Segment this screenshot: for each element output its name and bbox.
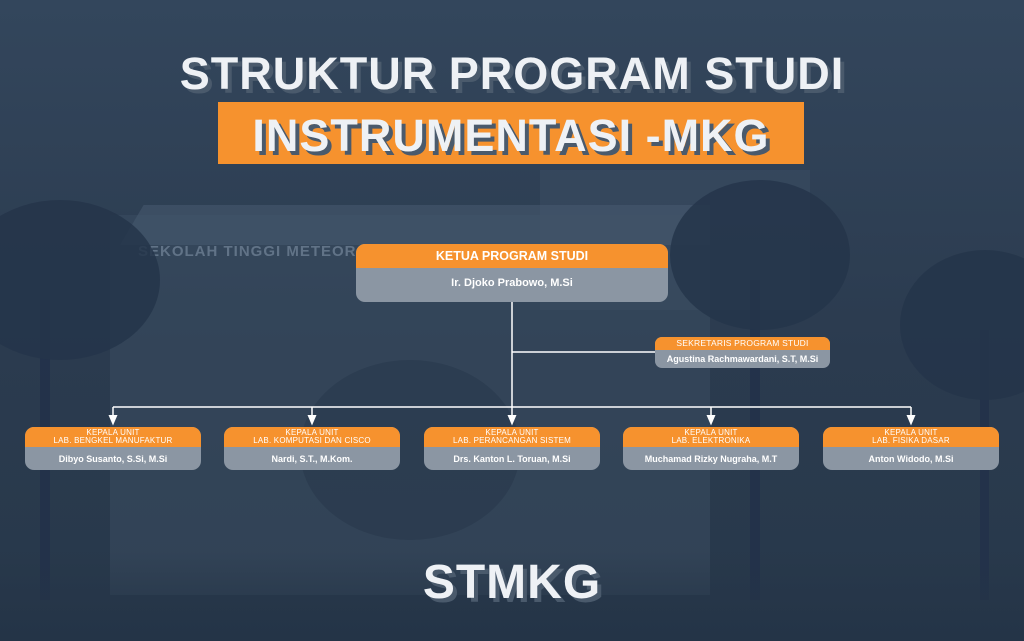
unit-name: Muchamad Rizky Nugraha, M.T: [644, 454, 778, 464]
background-tree: [670, 180, 850, 330]
unit-name: Dibyo Susanto, S.Si, M.Si: [58, 454, 168, 464]
secretary-role: SEKRETARIS PROGRAM STUDI: [655, 337, 830, 350]
secretary-name: Agustina Rachmawardani, S.T, M.Si: [666, 354, 819, 364]
unit-role-title: KEPALA UNIT: [86, 428, 140, 437]
unit-role: KEPALA UNIT LAB. KOMPUTASI DAN CISCO: [224, 427, 400, 447]
footer-logo-text: STMKG: [422, 556, 602, 609]
unit-role-lab: LAB. FISIKA DASAR: [872, 436, 950, 446]
unit-role-lab: LAB. ELEKTRONIKA: [671, 436, 751, 446]
unit-role-lab: LAB. PERANCANGAN SISTEM: [453, 436, 571, 446]
background-sign: SEKOLAH TINGGI METEOROLOGI: [138, 243, 410, 260]
unit-box-elektronika: KEPALA UNIT LAB. ELEKTRONIKA Muchamad Ri…: [623, 427, 799, 470]
background-tree: [0, 200, 160, 360]
unit-name: Anton Widodo, M.Si: [868, 454, 954, 464]
background-ground: [0, 551, 1024, 641]
title-line-1: STRUKTUR PROGRAM STUDI: [179, 48, 845, 99]
title-highlight: INSTRUMENTASI -MKG: [218, 102, 804, 164]
unit-box-bengkel-manufaktur: KEPALA UNIT LAB. BENGKEL MANUFAKTUR Diby…: [25, 427, 201, 470]
unit-role-title: KEPALA UNIT: [485, 428, 539, 437]
unit-box-komputasi-cisco: KEPALA UNIT LAB. KOMPUTASI DAN CISCO Nar…: [224, 427, 400, 470]
background-roof: [120, 205, 710, 245]
unit-role: KEPALA UNIT LAB. FISIKA DASAR: [823, 427, 999, 447]
head-box: KETUA PROGRAM STUDI Ir. Djoko Prabowo, M…: [356, 244, 668, 302]
head-name: Ir. Djoko Prabowo, M.Si: [451, 277, 573, 289]
unit-role: KEPALA UNIT LAB. BENGKEL MANUFAKTUR: [25, 427, 201, 447]
background-tree: [900, 250, 1024, 400]
unit-role-title: KEPALA UNIT: [684, 428, 738, 437]
unit-box-perancangan-sistem: KEPALA UNIT LAB. PERANCANGAN SISTEM Drs.…: [424, 427, 600, 470]
title-line-2: INSTRUMENTASI -MKG: [252, 110, 770, 161]
unit-role-title: KEPALA UNIT: [884, 428, 938, 437]
head-role: KETUA PROGRAM STUDI: [356, 244, 668, 268]
unit-role-lab: LAB. BENGKEL MANUFAKTUR: [53, 436, 173, 446]
unit-role: KEPALA UNIT LAB. ELEKTRONIKA: [623, 427, 799, 447]
unit-box-fisika-dasar: KEPALA UNIT LAB. FISIKA DASAR Anton Wido…: [823, 427, 999, 470]
unit-role-title: KEPALA UNIT: [285, 428, 339, 437]
unit-role-lab: LAB. KOMPUTASI DAN CISCO: [253, 436, 371, 446]
secretary-box: SEKRETARIS PROGRAM STUDI Agustina Rachma…: [655, 337, 830, 368]
unit-name: Nardi, S.T., M.Kom.: [271, 454, 353, 464]
unit-role: KEPALA UNIT LAB. PERANCANGAN SISTEM: [424, 427, 600, 447]
unit-name: Drs. Kanton L. Toruan, M.Si: [453, 454, 571, 464]
